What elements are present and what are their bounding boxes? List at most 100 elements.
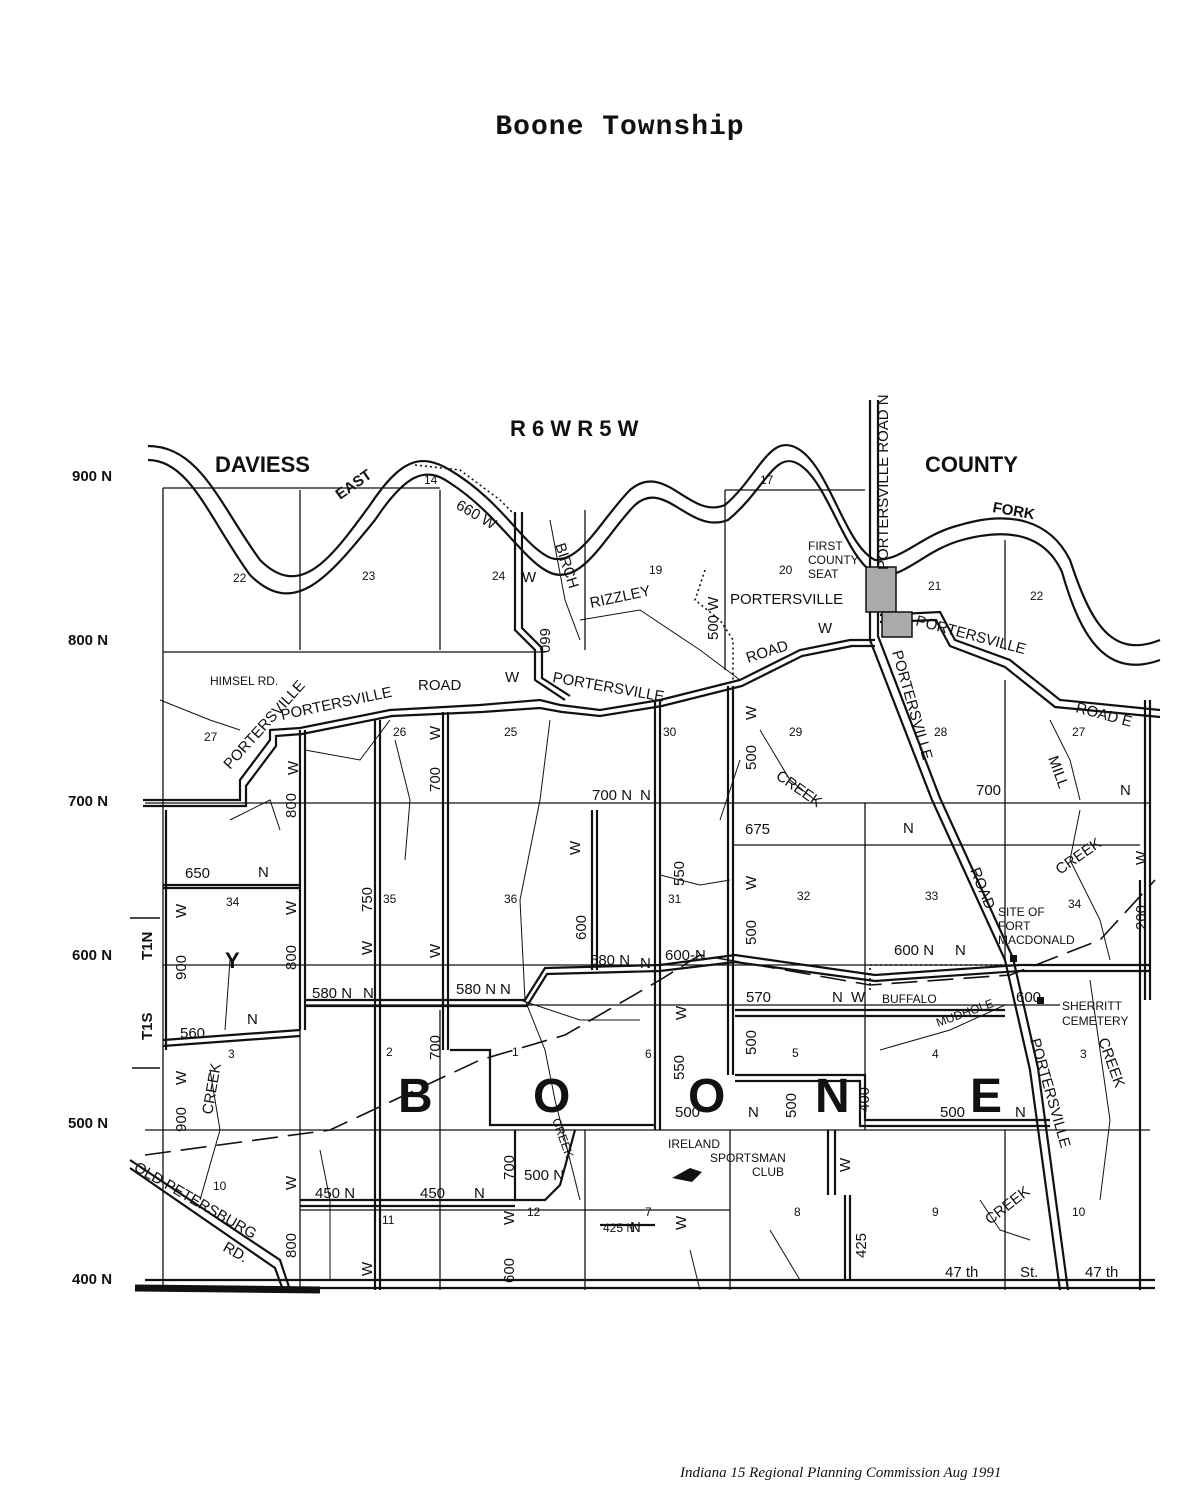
svg-text:W: W	[673, 1005, 690, 1020]
road-label: 500	[743, 745, 760, 770]
place-fort-macdonald: MACDONALD	[998, 933, 1075, 947]
section-grid	[145, 487, 1150, 1290]
section-number: 21	[928, 579, 942, 593]
road-label: 580 N	[312, 985, 352, 1002]
section-number: 9	[932, 1205, 939, 1219]
road-label: PORTERSVILLE ROAD N	[875, 394, 892, 570]
svg-text:W: W	[359, 940, 376, 955]
section-number: 24	[492, 569, 506, 583]
section-number: 36	[504, 892, 518, 906]
section-number: 35	[383, 892, 397, 906]
road-label: RD.	[220, 1239, 251, 1267]
road-label: BIRCH	[551, 541, 582, 591]
section-number: 22	[1030, 589, 1044, 603]
section-number: 33	[925, 889, 939, 903]
place-ireland-club: SPORTSMAN	[710, 1151, 786, 1165]
section-number: 31	[668, 892, 682, 906]
svg-text:W: W	[673, 1215, 690, 1230]
ireland-lake	[672, 1168, 702, 1182]
county-word-daviess: DAVIESS	[215, 452, 310, 477]
creeks	[159, 519, 1111, 1291]
road-label: 700	[501, 1155, 518, 1180]
section-number: 8	[794, 1205, 801, 1219]
road-label: 425	[853, 1233, 870, 1258]
svg-text:N: N	[640, 787, 651, 804]
road-label: CREEK	[1094, 1036, 1128, 1090]
road-label: 500 W	[705, 596, 722, 640]
road-label: 700	[427, 1035, 444, 1060]
township-letter-y: Y	[225, 948, 240, 973]
section-number: 20	[779, 563, 793, 577]
road-label: PORTERSVILLE	[914, 612, 1028, 658]
section-number: 27	[204, 730, 218, 744]
lat-label-600n: 600 N	[72, 947, 112, 964]
road-label: 660	[536, 628, 553, 653]
road-label: 500 N	[524, 1167, 564, 1184]
svg-text:N: N	[1015, 1104, 1026, 1121]
road-label: RIZZLEY	[588, 582, 652, 611]
township-letter-n: N	[815, 1070, 850, 1123]
section-number: 11	[382, 1213, 395, 1227]
portersville-town-block	[865, 566, 897, 613]
road-label: 580 N	[590, 952, 630, 969]
road-label: PORTERSVILLE	[220, 677, 308, 772]
sherritt-cemetery-marker	[1037, 997, 1044, 1004]
place-ireland-club: CLUB	[752, 1165, 784, 1179]
road-label: 900	[173, 1107, 190, 1132]
road-label: 570	[746, 989, 771, 1006]
place-sherritt-cemetery: CEMETERY	[1062, 1014, 1128, 1028]
section-number: 34	[1068, 897, 1082, 911]
east-fork-river-south-bank	[147, 458, 1161, 666]
fort-macdonald-marker	[1010, 955, 1017, 962]
lat-label-900n: 900 N	[72, 468, 112, 485]
lat-label-500n: 500 N	[68, 1115, 108, 1132]
svg-text:W: W	[522, 569, 537, 586]
river-label-east: EAST	[333, 466, 376, 503]
section-number: 2	[386, 1045, 393, 1059]
road-label: 600	[501, 1258, 518, 1283]
road-label: 700	[976, 782, 1001, 799]
section-number: 6	[645, 1047, 652, 1061]
place-fort-macdonald: SITE OF	[998, 905, 1045, 919]
section-number: 10	[213, 1179, 227, 1193]
road-labels: HIMSEL RD. PORTERSVILLE ROAD W PORTERSVI…	[131, 394, 1150, 1283]
place-ireland-club: IRELAND	[668, 1137, 720, 1151]
road-label: 500	[783, 1093, 800, 1118]
svg-text:N: N	[258, 864, 269, 881]
svg-text:N: N	[903, 820, 914, 837]
road-label: 560	[180, 1025, 205, 1042]
svg-text:N: N	[955, 942, 966, 959]
svg-text:W: W	[283, 1175, 300, 1190]
svg-text:W: W	[285, 760, 302, 775]
portersville-town-block-2	[881, 611, 913, 638]
svg-text:W: W	[283, 900, 300, 915]
road-label: St.	[1020, 1264, 1038, 1281]
road-label: 800	[283, 793, 300, 818]
road-label: ROAD	[744, 637, 791, 667]
road-label: CREEK	[773, 767, 825, 811]
range-label: R 6 W R 5 W	[510, 416, 639, 441]
svg-text:W: W	[567, 840, 584, 855]
road-label: 700	[427, 767, 444, 792]
svg-text:W: W	[173, 1070, 190, 1085]
credit-line: Indiana 15 Regional Planning Commission …	[680, 1465, 1002, 1481]
svg-text:W: W	[427, 725, 444, 740]
section-number: 23	[362, 569, 376, 583]
svg-text:W: W	[837, 1157, 854, 1172]
place-fort-macdonald: FORT	[998, 919, 1031, 933]
svg-text:N: N	[748, 1104, 759, 1121]
road-label: 800	[283, 945, 300, 970]
road-label: 600	[573, 915, 590, 940]
place-portersville: PORTERSVILLE	[730, 591, 843, 608]
road-label: 500	[743, 920, 760, 945]
section-number: 7	[645, 1205, 652, 1219]
svg-text:N: N	[474, 1185, 485, 1202]
township-line	[144, 879, 1156, 1156]
svg-text:N: N	[500, 981, 511, 998]
svg-text:N: N	[640, 955, 651, 972]
section-number: 25	[504, 725, 518, 739]
section-number: 32	[797, 889, 811, 903]
section-number: 29	[789, 725, 803, 739]
section-number: 1	[512, 1045, 519, 1059]
township-letter-b: B	[398, 1070, 433, 1123]
